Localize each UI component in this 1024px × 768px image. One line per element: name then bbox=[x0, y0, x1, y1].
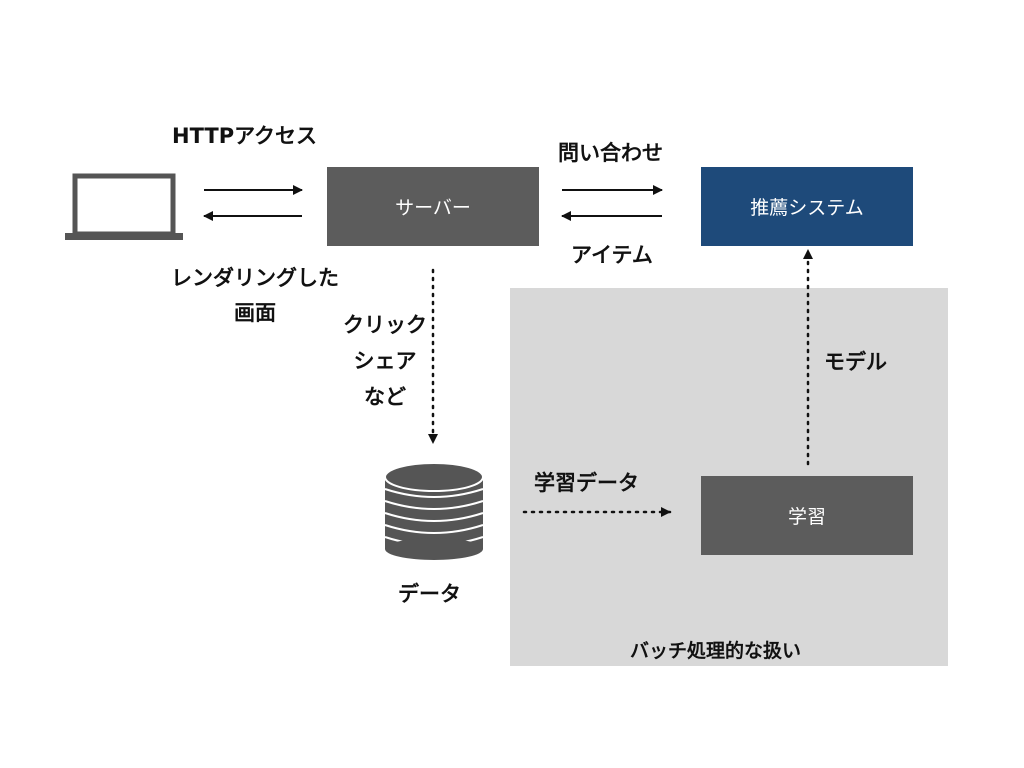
item-label: アイテム bbox=[571, 243, 653, 267]
model-label: モデル bbox=[824, 350, 887, 374]
server-label: サーバー bbox=[395, 197, 471, 219]
click-share-label: クリック シェア など bbox=[330, 315, 440, 408]
learning-label: 学習 bbox=[787, 506, 826, 528]
rendered-screen-label: レンダリングした 画面 bbox=[155, 268, 355, 324]
click-share-line1: クリック bbox=[343, 313, 427, 337]
server-node: サーバー bbox=[327, 167, 539, 246]
database-icon bbox=[384, 462, 484, 560]
rendered-screen-line2: 画面 bbox=[234, 301, 276, 325]
http-access-label: HTTPアクセス bbox=[172, 124, 318, 148]
rendered-screen-line1: レンダリングした bbox=[171, 266, 339, 290]
laptop-icon bbox=[65, 173, 183, 240]
recommendation-system-node: 推薦システム bbox=[701, 167, 913, 246]
data-label: データ bbox=[398, 582, 461, 606]
inquiry-label: 問い合わせ bbox=[558, 141, 663, 165]
recommendation-system-label: 推薦システム bbox=[750, 197, 864, 219]
learning-data-label: 学習データ bbox=[534, 471, 639, 495]
learning-node: 学習 bbox=[701, 476, 913, 555]
click-share-line2: シェア bbox=[353, 349, 417, 373]
click-share-line3: など bbox=[364, 385, 406, 409]
batch-processing-label: バッチ処理的な扱い bbox=[630, 640, 802, 662]
